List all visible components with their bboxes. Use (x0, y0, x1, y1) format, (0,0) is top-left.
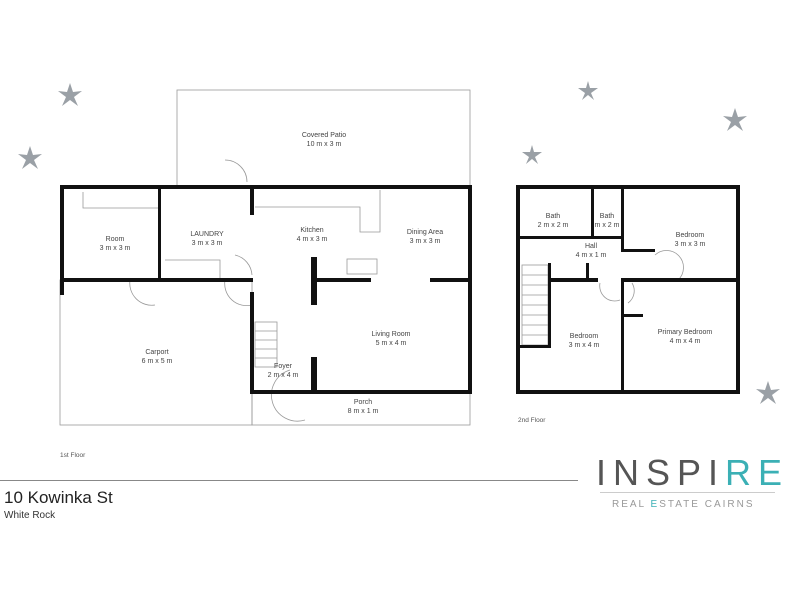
room-size: 3 m x 3 m (99, 245, 131, 252)
tagline-part: STATE CAIRNS (659, 499, 755, 510)
room-name: Bath (599, 213, 615, 220)
room-foyer: Foyer 2 m x 4 m (268, 362, 299, 380)
logo-text-accent: RE (725, 452, 790, 493)
room-name: Carport (145, 349, 169, 356)
room-porch: Porch 8 m x 1 m (348, 398, 379, 416)
logo-text: INSPI (596, 452, 726, 493)
room-name: Bedroom (569, 333, 599, 340)
room-name: Hall (584, 243, 598, 250)
room-name: LAUNDRY (190, 231, 224, 238)
plant-icon (18, 146, 42, 169)
room-name: Kitchen (300, 227, 324, 234)
room-size: m x 2 m (594, 222, 620, 229)
room-bedroom-2: Bedroom 3 m x 4 m (569, 332, 600, 350)
floor-label-1st: 1st Floor (60, 452, 86, 459)
room-size: 3 m x 4 m (568, 342, 600, 349)
logo-divider (600, 492, 775, 493)
room-bath-2: Bath m x 2 m (595, 212, 620, 230)
plant-icon (522, 145, 542, 164)
room-covered-patio: Covered Patio 10 m x 3 m (302, 131, 346, 149)
room-size: 8 m x 1 m (347, 408, 379, 415)
room-hall: Hall 4 m x 1 m (576, 242, 607, 260)
room-size: 4 m x 1 m (575, 252, 607, 259)
room-size: 5 m x 4 m (375, 340, 407, 347)
plant-icon (756, 381, 780, 404)
floor-label-2nd: 2nd Floor (518, 417, 546, 424)
room-name: Living Room (371, 331, 411, 338)
room-size: 3 m x 3 m (191, 240, 223, 247)
room-size: 3 m x 3 m (409, 238, 441, 245)
room-name: Primary Bedroom (657, 329, 713, 336)
brand-logo: INSPIRE (596, 452, 789, 494)
room-primary-bedroom: Primary Bedroom 4 m x 4 m (658, 328, 712, 346)
room-kitchen: Kitchen 4 m x 3 m (297, 226, 328, 244)
divider (0, 480, 578, 481)
room-name: Porch (353, 399, 373, 406)
plant-icon (58, 83, 82, 106)
room-size: 2 m x 4 m (267, 372, 299, 379)
room-name: Bath (545, 213, 561, 220)
brand-tagline: REAL ESTATE CAIRNS (612, 499, 755, 510)
room-name: Dining Area (406, 229, 444, 236)
tagline-part: REAL (612, 499, 651, 510)
room-name: Foyer (274, 363, 292, 370)
plant-icons (18, 81, 780, 404)
walls (60, 185, 740, 394)
room-size: 4 m x 4 m (669, 338, 701, 345)
tagline-accent: E (650, 499, 660, 510)
room-size: 3 m x 3 m (674, 241, 706, 248)
room-bath-1: Bath 2 m x 2 m (538, 212, 569, 230)
room-size: 4 m x 3 m (296, 236, 328, 243)
plant-icon (578, 81, 598, 100)
room-room: Room 3 m x 3 m (100, 235, 131, 253)
room-size: 2 m x 2 m (537, 222, 569, 229)
room-size: 6 m x 5 m (141, 358, 173, 365)
room-laundry: LAUNDRY 3 m x 3 m (190, 230, 223, 248)
room-bedroom-1: Bedroom 3 m x 3 m (675, 231, 706, 249)
room-size: 10 m x 3 m (306, 141, 342, 148)
room-carport: Carport 6 m x 5 m (142, 348, 173, 366)
room-name: Room (105, 236, 125, 243)
room-dining-area: Dining Area 3 m x 3 m (407, 228, 443, 246)
room-living-room: Living Room 5 m x 4 m (372, 330, 411, 348)
room-name: Covered Patio (301, 132, 347, 139)
property-suburb: White Rock (4, 510, 56, 521)
property-address: 10 Kowinka St (4, 488, 113, 507)
plant-icon (723, 108, 747, 131)
room-name: Bedroom (675, 232, 705, 239)
